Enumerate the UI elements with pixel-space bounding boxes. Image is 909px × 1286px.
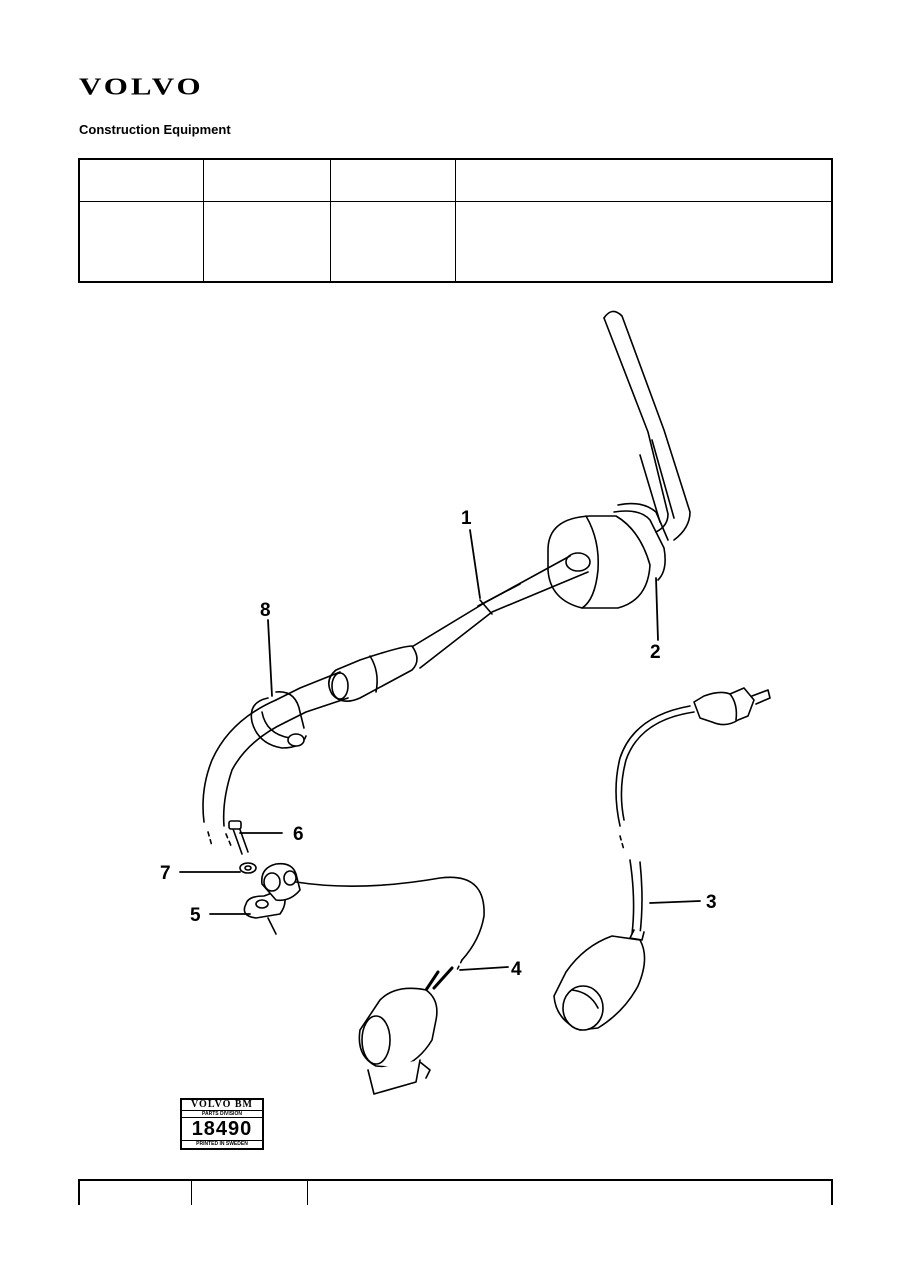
volvo-logo: VOLVO	[79, 72, 204, 100]
leader-lines	[179, 529, 701, 971]
callout-8: 8	[260, 600, 271, 621]
callout-7: 7	[160, 863, 171, 884]
callout-1: 1	[461, 508, 472, 529]
header-cell	[329, 158, 456, 202]
footer-cell	[190, 1180, 308, 1205]
header-cell	[454, 158, 833, 202]
callout-3: 3	[706, 892, 717, 913]
header-cell	[454, 201, 833, 283]
clamp-clip	[250, 691, 307, 749]
header-cell	[202, 201, 331, 283]
bracket-assembly	[228, 820, 301, 935]
stamp-division: PARTS DIVISION	[182, 1111, 262, 1118]
footer-cell	[78, 1180, 192, 1205]
footer-cell	[306, 1180, 833, 1205]
callout-2: 2	[650, 642, 661, 663]
stamp-printed: PRINTED IN SWEDEN	[196, 1141, 248, 1147]
callout-5: 5	[190, 905, 201, 926]
parts-diagram: 1 2 3 4 5 6 7 8	[160, 310, 771, 1095]
callout-4: 4	[511, 959, 522, 980]
callout-6: 6	[293, 824, 304, 845]
stamp-brand: VOLVO BM	[182, 1100, 262, 1111]
header-cell	[329, 201, 456, 283]
heater-element	[202, 310, 691, 849]
plug-cable	[553, 687, 771, 1031]
callout-numbers: 1 2 3 4 5 6 7 8	[160, 508, 717, 980]
header-cell	[202, 158, 331, 202]
footer-table	[78, 1179, 833, 1205]
stamp-number: 18490	[182, 1118, 262, 1141]
header-table	[78, 158, 833, 283]
header-cell	[78, 158, 204, 202]
header-cell	[78, 201, 204, 283]
division-label: Construction Equipment	[79, 122, 231, 137]
socket-cable	[295, 876, 485, 1095]
parts-stamp: VOLVO BM PARTS DIVISION 18490 PRINTED IN…	[180, 1098, 264, 1150]
